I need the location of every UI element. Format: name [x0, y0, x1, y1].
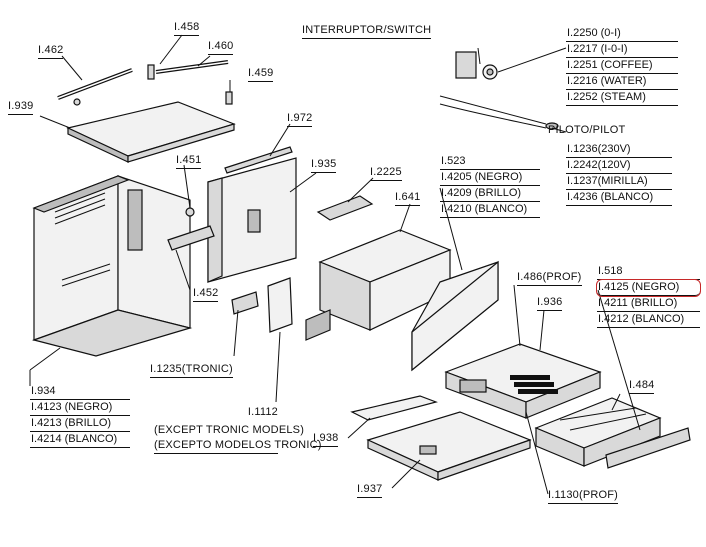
- label-1112-note-es: (EXCEPTO MODELOS TRONIC): [154, 439, 321, 454]
- label-484: I.484: [629, 379, 655, 394]
- list-item: I.4212 (BLANCO): [597, 312, 700, 328]
- top-cover-936: [444, 343, 602, 419]
- leader-lines: [29, 34, 641, 495]
- rail-938: [350, 395, 438, 421]
- list-item: I.2251 (COFFEE): [566, 58, 678, 74]
- base-tray-937: [366, 411, 532, 481]
- rod-462: [57, 68, 133, 106]
- back-panel-935: [185, 157, 297, 283]
- list-item: I.2242(120V): [566, 158, 672, 174]
- list-item: I.4214 (BLANCO): [30, 432, 130, 448]
- list-item: I.4205 (NEGRO): [440, 170, 540, 186]
- list-item: I.4123 (NEGRO): [30, 400, 130, 416]
- label-462: I.462: [38, 44, 64, 59]
- label-pilot-title: PILOTO/PILOT: [548, 124, 626, 136]
- list-item: I.1237(MIRILLA): [566, 174, 672, 190]
- list-item: I.2216 (WATER): [566, 74, 678, 90]
- label-936: I.936: [537, 296, 563, 311]
- list-item: I.4209 (BRILLO): [440, 186, 540, 202]
- plate-1112: [267, 277, 293, 333]
- top-tray-939: [66, 101, 236, 163]
- label-1112: I.1112: [247, 406, 278, 418]
- plate-2225: [316, 195, 374, 221]
- part-list-934: I.934 I.4123 (NEGRO) I.4213 (BRILLO) I.4…: [30, 384, 130, 448]
- label-1112-note-en: (EXCEPT TRONIC MODELS): [154, 424, 305, 436]
- label-458: I.458: [174, 21, 200, 36]
- label-switch-title: INTERRUPTOR/SWITCH: [302, 24, 432, 39]
- label-641: I.641: [395, 191, 421, 206]
- list-item: I.4213 (BRILLO): [30, 416, 130, 432]
- list-item: I.4210 (BLANCO): [440, 202, 540, 218]
- strip-972: [224, 146, 293, 174]
- list-item: I.518: [597, 264, 700, 280]
- label-937: I.937: [357, 483, 383, 498]
- pilot-part: [439, 95, 559, 130]
- switch-part-list: I.2250 (0-I) I.2217 (I-0-I) I.2251 (COFF…: [566, 26, 678, 106]
- label-1235: I.1235(TRONIC): [150, 363, 233, 378]
- label-972: I.972: [287, 112, 313, 127]
- label-1112-block: I.1112 (EXCEPT TRONIC MODELS) (EXCEPTO M…: [154, 406, 321, 454]
- bracket-452: [231, 291, 259, 315]
- list-item: I.1236(230V): [566, 142, 672, 158]
- label-459: I.459: [248, 67, 274, 82]
- label-451: I.451: [176, 154, 202, 169]
- list-item: I.2217 (I-0-I): [566, 42, 678, 58]
- label-938: I.938: [313, 432, 339, 447]
- pilot-part-list: I.1236(230V) I.2242(120V) I.1237(MIRILLA…: [566, 142, 672, 206]
- label-460: I.460: [208, 40, 234, 55]
- switch-part: [455, 51, 498, 80]
- list-item: I.523: [440, 154, 540, 170]
- label-1130: I.1130(PROF): [548, 489, 619, 504]
- label-2225: I.2225: [370, 166, 402, 181]
- drip-tray-484: [534, 397, 662, 467]
- list-item: I.2252 (STEAM): [566, 90, 678, 106]
- highlighted-list-item: I.4125 (NEGRO): [596, 279, 701, 297]
- bracket-451: [167, 225, 215, 251]
- label-486: I.486(PROF): [517, 271, 582, 286]
- list-item: I.934: [30, 384, 130, 400]
- list-item: I.4211 (BRILLO): [597, 296, 700, 312]
- body-panel-934: [31, 175, 193, 357]
- label-935: I.935: [311, 158, 337, 173]
- part-list-518: I.518 I.4125 (NEGRO) I.4211 (BRILLO) I.4…: [596, 264, 701, 328]
- label-939: I.939: [8, 100, 34, 115]
- list-item: I.2250 (0-I): [566, 26, 678, 42]
- list-item: I.4236 (BLANCO): [566, 190, 672, 206]
- part-list-523: I.523 I.4205 (NEGRO) I.4209 (BRILLO) I.4…: [440, 154, 540, 218]
- label-452: I.452: [193, 287, 219, 302]
- frame-641: [305, 229, 452, 341]
- grille-518: [605, 427, 691, 469]
